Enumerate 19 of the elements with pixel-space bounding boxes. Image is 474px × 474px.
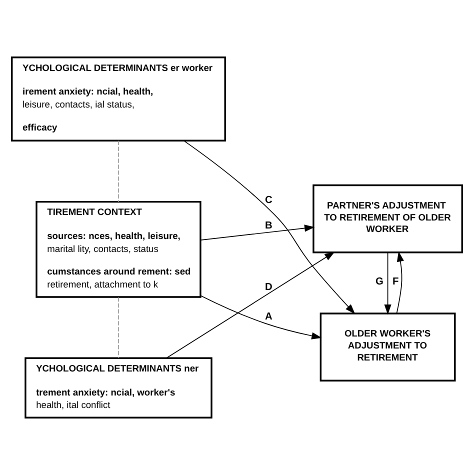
edge-label: F <box>392 276 399 288</box>
arrow <box>183 140 356 314</box>
edge-label: C <box>265 194 272 206</box>
connector <box>118 296 119 358</box>
edge-label: D <box>265 281 272 292</box>
node-box: YCHOLOGICAL DETERMINANTS er worker irement anxiety: ncial, health, leisure, contacts, ial status, efficacy <box>11 56 226 141</box>
edge-label: A <box>265 311 272 322</box>
node-box: TIREMENT CONTEXT sources: nces, health, leisure, marital lity, contacts, status cumstances around rement: sed retirement, attachment to k <box>36 200 202 298</box>
arrow <box>384 252 392 314</box>
arrow <box>200 294 322 339</box>
arrow <box>200 224 315 240</box>
arrow <box>166 251 335 358</box>
edge-label: G <box>375 276 384 288</box>
edge-label: B <box>265 220 272 232</box>
connector <box>118 140 119 202</box>
node-box: PARTNER'S ADJUSTMENT TO RETIREMENT OF OLDER WORKER <box>312 184 463 253</box>
node-box: OLDER WORKER'S ADJUSTMENT TO RETIREMENT <box>320 312 456 381</box>
arrow <box>396 250 404 314</box>
node-box: YCHOLOGICAL DETERMINANTS ner trement anxiety: ncial, worker's health, ital conflict <box>24 356 212 418</box>
